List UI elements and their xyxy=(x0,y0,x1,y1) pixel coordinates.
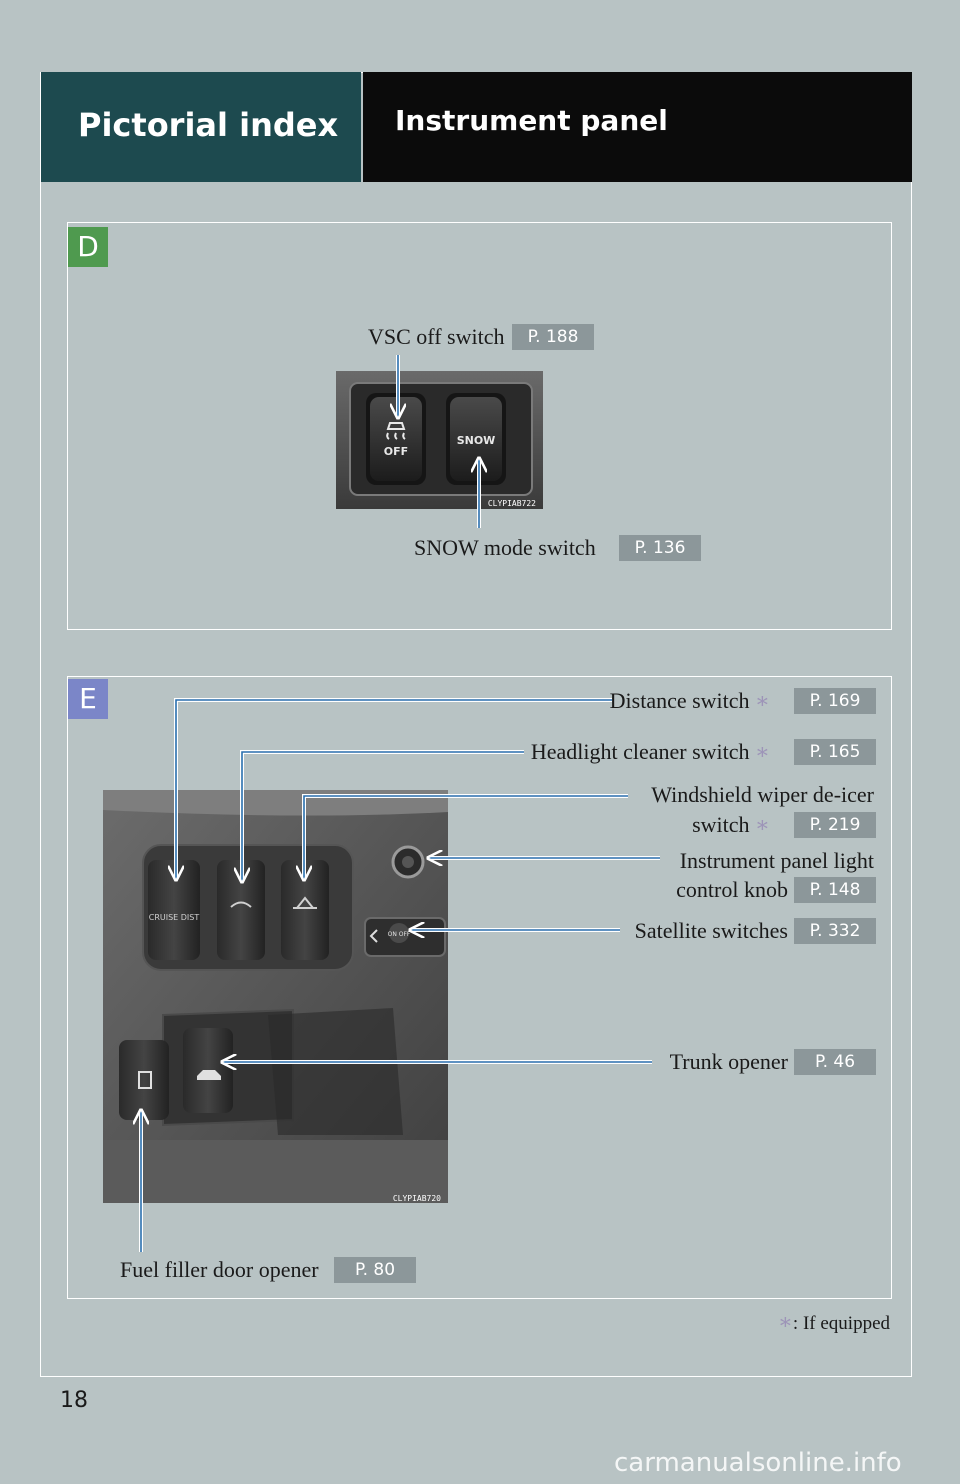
headlight-cleaner-button-graphic xyxy=(217,860,265,960)
footnote: ∗: If equipped xyxy=(778,1309,890,1335)
switch-panel-illustration: OFF SNOW CLYPIAB722 xyxy=(336,371,543,509)
panel-light-label-line1: Instrument panel light xyxy=(679,848,874,873)
cruise-dist-text: CRUISE DIST xyxy=(149,913,200,922)
trunk-opener-label: Trunk opener xyxy=(669,1049,788,1074)
photo-credit-d: CLYPIAB722 xyxy=(488,499,536,508)
headlight-cleaner-leader xyxy=(242,751,524,882)
section-title: Pictorial index xyxy=(78,106,339,144)
headlight-cleaner-page-ref[interactable]: P. 165 xyxy=(794,739,876,765)
distance-switch-text: Distance switch xyxy=(609,688,750,713)
snow-mode-label: SNOW mode switch xyxy=(414,535,596,560)
vsc-snow-photo: OFF SNOW CLYPIAB722 xyxy=(336,371,543,509)
page-title: Instrument panel xyxy=(395,104,668,137)
distance-switch-label: Distance switch ∗ xyxy=(610,687,770,715)
leader-line-group xyxy=(141,355,660,1252)
satellite-switches-label: Satellite switches xyxy=(634,918,788,943)
equipped-star: ∗ xyxy=(755,812,770,837)
fuel-opener-graphic xyxy=(119,1040,169,1120)
footnote-text: : If equipped xyxy=(792,1313,890,1334)
page-number: 18 xyxy=(60,1388,88,1413)
section-e-panel xyxy=(67,676,892,1299)
title-bar xyxy=(363,72,912,182)
lower-dash-illustration: CRUISE DIST ON OFF CLYPIAB720 xyxy=(103,790,448,1203)
distance-leader xyxy=(176,699,612,880)
distance-button-graphic xyxy=(148,860,200,960)
footnote-star: ∗ xyxy=(777,1309,793,1334)
wiper-deicer-text: switch xyxy=(692,812,750,837)
headlight-cleaner-label: Headlight cleaner switch ∗ xyxy=(531,738,770,766)
snow-text: SNOW xyxy=(457,434,496,447)
dash-switches-photo: CRUISE DIST ON OFF CLYPIAB720 xyxy=(103,790,448,1203)
headlight-washer-icon xyxy=(230,901,252,908)
trunk-car-icon xyxy=(197,1070,221,1080)
equipped-star: ∗ xyxy=(755,739,770,764)
snow-mode-page-ref[interactable]: P. 136 xyxy=(619,535,701,561)
vsc-off-label: VSC off switch xyxy=(368,324,505,349)
distance-page-ref[interactable]: P. 169 xyxy=(794,688,876,714)
satellite-page-ref[interactable]: P. 332 xyxy=(794,918,876,944)
section-d-panel xyxy=(67,222,892,630)
headlight-cleaner-text: Headlight cleaner switch xyxy=(530,739,750,764)
section-e-badge: E xyxy=(68,679,108,719)
panel-light-label-line2: control knob xyxy=(676,877,788,902)
wiper-deicer-icon xyxy=(293,896,317,909)
photo-credit-e: CLYPIAB720 xyxy=(393,1194,441,1203)
deicer-button-graphic xyxy=(281,860,329,960)
off-text: OFF xyxy=(384,445,408,458)
skid-car-icon xyxy=(386,422,406,440)
section-tab xyxy=(41,72,361,182)
trunk-page-ref[interactable]: P. 46 xyxy=(794,1049,876,1075)
fuel-pump-icon xyxy=(138,1071,152,1089)
vsc-off-page-ref[interactable]: P. 188 xyxy=(512,324,594,350)
deicer-leader xyxy=(304,795,628,880)
equipped-star: ∗ xyxy=(755,688,770,713)
wiper-deicer-page-ref[interactable]: P. 219 xyxy=(794,812,876,838)
wiper-deicer-label-line2: switch ∗ xyxy=(692,811,770,839)
on-off-text: ON OFF xyxy=(388,931,411,938)
wiper-deicer-label-line1: Windshield wiper de-icer xyxy=(651,782,874,807)
section-d-badge: D xyxy=(68,227,108,267)
snow-button-graphic xyxy=(450,397,502,481)
fuel-filler-page-ref[interactable]: P. 80 xyxy=(334,1257,416,1283)
panel-light-page-ref[interactable]: P. 148 xyxy=(794,877,876,903)
fuel-filler-label: Fuel filler door opener xyxy=(120,1257,319,1282)
watermark: carmanualsonline.info xyxy=(614,1448,902,1478)
